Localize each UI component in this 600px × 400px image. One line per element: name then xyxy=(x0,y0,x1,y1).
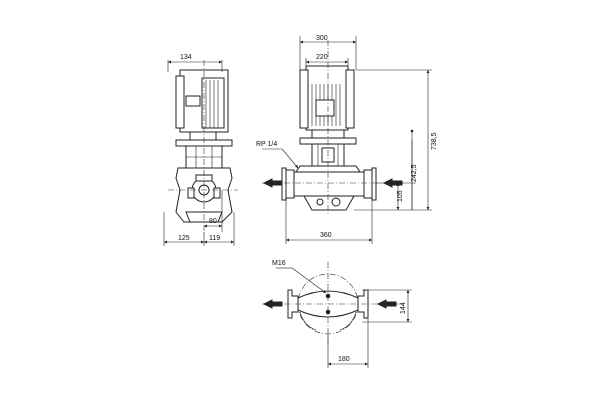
dim-label-180: 180 xyxy=(338,356,350,363)
dim-front-port-span: 360 xyxy=(285,198,373,244)
dim-label-242: 242,5 xyxy=(411,164,418,182)
dim-front-motor-inner: 220 xyxy=(305,54,349,66)
dim-label-125: 125 xyxy=(178,235,190,242)
dim-label-144: 144 xyxy=(400,302,407,314)
dim-side-halves: 125 119 xyxy=(163,212,235,246)
callout-rp: RP 1/4 xyxy=(256,141,299,169)
dim-label-134: 134 xyxy=(180,54,192,61)
label-rp-thread: RP 1/4 xyxy=(256,141,277,148)
front-pump-housing xyxy=(281,165,377,211)
side-view: 134 80 125 119 xyxy=(163,54,238,246)
front-motor xyxy=(299,65,357,145)
dim-plan-width: 180 xyxy=(327,318,369,368)
dim-side-motor-width: 134 xyxy=(167,54,223,72)
dim-label-360: 360 xyxy=(320,232,332,239)
dim-label-300: 300 xyxy=(316,35,328,42)
dim-label-105: 105 xyxy=(397,190,404,202)
callout-m16: M16 xyxy=(272,260,327,294)
dim-label-220: 220 xyxy=(316,54,328,61)
dim-side-offset: 80 xyxy=(204,190,223,232)
dim-label-119: 119 xyxy=(209,235,220,242)
dim-label-80: 80 xyxy=(209,218,217,225)
dim-label-738: 738,5 xyxy=(431,132,438,150)
label-m16: M16 xyxy=(272,260,286,267)
front-view: 300 220 RP 1/4 738,5 242,5 105 xyxy=(256,35,438,244)
dim-plan-depth: 144 xyxy=(362,289,412,323)
dim-front-motor-outer: 300 xyxy=(299,35,357,70)
plan-view: M16 144 180 xyxy=(262,260,412,368)
dim-front-heights: 738,5 242,5 105 xyxy=(354,69,438,211)
